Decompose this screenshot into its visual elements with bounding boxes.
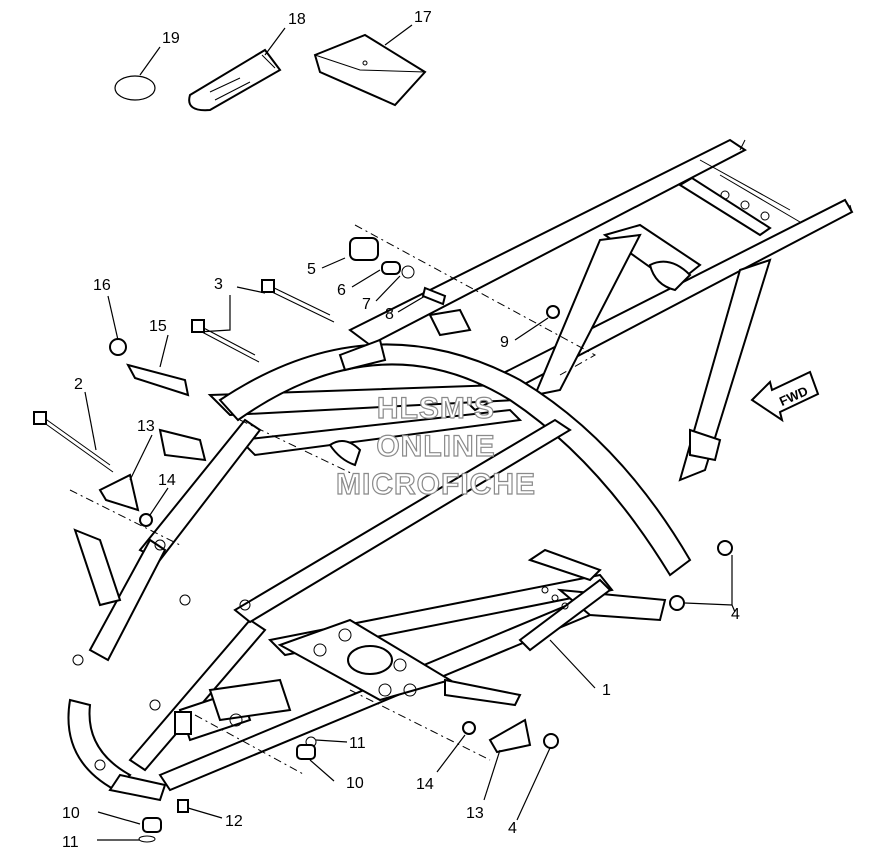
- callout-8: 8: [385, 306, 394, 323]
- callout-11-left: 11: [62, 834, 79, 851]
- callout-12: 12: [225, 813, 243, 830]
- watermark-line-3: MICROFICHE: [336, 468, 536, 501]
- grease-tube-part-18: [188, 48, 282, 112]
- callout-10-left: 10: [62, 805, 80, 822]
- callout-10-right: 10: [346, 775, 364, 792]
- callout-labels: 1 2 3 4 4 4 5 6 7 8 9 10 10 11 11 12 13 …: [62, 9, 740, 851]
- callout-13-bottom: 13: [466, 805, 484, 822]
- upper-rear-frame: [348, 138, 854, 482]
- forward-direction-arrow: FWD: [750, 370, 820, 423]
- o-ring-part-19: [114, 75, 156, 101]
- main-frame-part-1: [67, 308, 692, 802]
- callout-1: 1: [602, 682, 611, 699]
- callout-4-right: 4: [731, 606, 740, 623]
- callout-6: 6: [337, 282, 346, 299]
- callout-3: 3: [214, 276, 223, 293]
- callout-18: 18: [288, 11, 306, 28]
- leader-lines: [84, 24, 736, 841]
- callout-7: 7: [362, 296, 371, 313]
- callout-9: 9: [500, 334, 509, 351]
- watermark-line-2: ONLINE: [376, 430, 495, 463]
- callout-16: 16: [93, 277, 111, 294]
- callout-4-bottom: 4: [508, 820, 517, 837]
- callout-15: 15: [149, 318, 167, 335]
- callout-5: 5: [307, 261, 316, 278]
- callout-14-bottom: 14: [416, 776, 434, 793]
- callout-13-left: 13: [137, 418, 155, 435]
- watermark-line-1: HLSM'S: [377, 392, 495, 425]
- reference-lines: [69, 224, 597, 776]
- fasteners: [33, 237, 733, 843]
- callout-2: 2: [74, 376, 83, 393]
- callout-19: 19: [162, 30, 180, 47]
- tool-pouch-part-17: [313, 33, 427, 107]
- watermark: HLSM'S ONLINE MICROFICHE: [335, 391, 536, 501]
- callout-14-left: 14: [158, 472, 176, 489]
- callout-17: 17: [414, 9, 432, 26]
- callout-11-right: 11: [349, 735, 366, 752]
